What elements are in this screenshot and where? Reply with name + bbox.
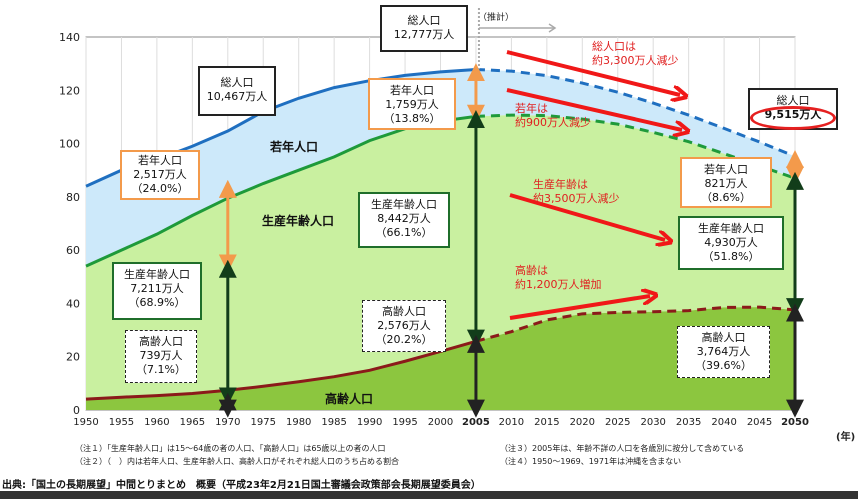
note-2: （注２）（ ）内は若年人口、生産年齢人口、高齢人口がそれぞれ総人口のうち占める割… — [75, 457, 399, 466]
x-tick-label: 1980 — [286, 417, 311, 428]
x-tick-label: 1990 — [357, 417, 382, 428]
annotation-total: 総人口は約3,300万人減少 — [592, 40, 679, 67]
x-tick-label: 2045 — [747, 417, 772, 428]
x-tick-label: 2040 — [711, 417, 736, 428]
annotation-elderly: 高齢は約1,200万人増加 — [515, 264, 602, 291]
note-4: （注４）1950～1969、1971年は沖縄を含まない — [500, 457, 682, 466]
x-tick-label: 2025 — [605, 417, 630, 428]
trend-arrow — [506, 88, 682, 130]
x-tick-label: 2050 — [781, 417, 809, 428]
x-tick-label: 2020 — [570, 417, 595, 428]
x-tick-label: 2005 — [462, 417, 490, 428]
y-tick-label: 100 — [59, 138, 80, 151]
y-tick-label: 140 — [59, 31, 80, 44]
source-text: 出典:「国土の長期展望」中間とりまとめ 概要（平成23年2月21日国土審議会政策… — [2, 480, 481, 491]
x-tick-label: 1965 — [180, 417, 205, 428]
callout-value: 10,467万人 — [206, 90, 268, 103]
x-tick-label: 2035 — [676, 417, 701, 428]
x-tick-label: 1985 — [321, 417, 346, 428]
bottom-bar — [0, 491, 858, 499]
line-elderly-actual — [85, 339, 477, 401]
area-elderly — [86, 307, 795, 410]
highlight-ellipse — [750, 106, 836, 130]
area-label-working: 生産年齢人口 — [262, 214, 335, 228]
x-tick-label: 2000 — [428, 417, 453, 428]
y-tick-label: 20 — [66, 351, 80, 364]
x-tick-label: 1975 — [251, 417, 276, 428]
y-tick-label: 80 — [66, 191, 80, 204]
area-young — [86, 69, 795, 267]
x-tick-label: 1950 — [73, 417, 98, 428]
y-tick-label: 60 — [66, 244, 80, 257]
trend-arrow — [509, 193, 665, 240]
note-3: （注３）2005年は、年齢不詳の人口を各歳別に按分して含めている — [500, 444, 745, 453]
projection-label: （推計） — [478, 13, 515, 23]
callout-title: 総人口 — [220, 76, 254, 89]
y-tick-label: 40 — [66, 297, 80, 310]
x-tick-label: 2030 — [640, 417, 665, 428]
y-tick-label: 0 — [73, 404, 80, 417]
note-1: （注１）「生産年齢人口」は15～64歳の者の人口、「高齢人口」は65歳以上の者の… — [75, 444, 386, 453]
x-tick-label: 2010 — [499, 417, 524, 428]
trend-arrow — [506, 50, 680, 95]
x-tick-label: 1995 — [392, 417, 417, 428]
annotation-young: 若年は約900万人減少 — [515, 102, 591, 129]
x-tick-label: 1970 — [215, 417, 240, 428]
projection-arrow-head — [548, 23, 557, 33]
y-tick-label: 120 — [59, 84, 80, 97]
line-total-projection — [475, 68, 796, 158]
area-label-elderly: 高齢人口 — [325, 392, 374, 406]
trend-arrow — [509, 296, 650, 320]
x-tick-label: 1955 — [109, 417, 134, 428]
x-tick-label: 1960 — [144, 417, 169, 428]
area-working — [86, 115, 795, 400]
x-axis-unit: (年) — [836, 432, 856, 443]
annotation-working: 生産年齢は約3,500万人減少 — [533, 178, 620, 205]
x-tick-label: 2015 — [534, 417, 559, 428]
area-label-young: 若年人口 — [270, 140, 319, 154]
